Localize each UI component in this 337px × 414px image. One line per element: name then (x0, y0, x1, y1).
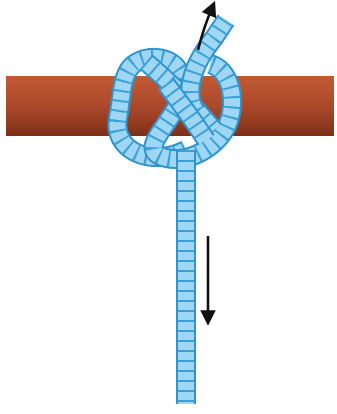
knot-diagram (0, 0, 337, 414)
